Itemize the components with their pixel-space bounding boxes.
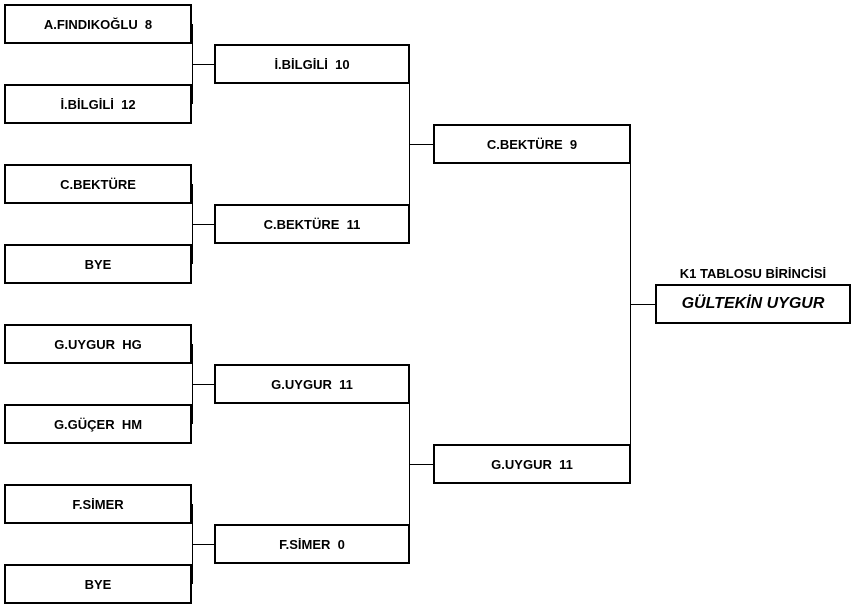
round2-entry-2: C.BEKTÜRE 11 xyxy=(214,204,410,244)
round2-entry-3: G.UYGUR 11 xyxy=(214,364,410,404)
round1-entry-5: G.UYGUR HG xyxy=(4,324,192,364)
connector xyxy=(630,304,655,305)
winner-label: K1 TABLOSU BİRİNCİSİ xyxy=(679,266,827,281)
connector xyxy=(192,384,214,385)
connector xyxy=(409,464,433,465)
connector xyxy=(192,64,214,65)
round1-entry-6: G.GÜÇER HM xyxy=(4,404,192,444)
round1-entry-2: İ.BİLGİLİ 12 xyxy=(4,84,192,124)
connector xyxy=(409,144,433,145)
round1-entry-4: BYE xyxy=(4,244,192,284)
winner-name: GÜLTEKİN UYGUR xyxy=(655,284,851,324)
round1-entry-8: BYE xyxy=(4,564,192,604)
round1-entry-1: A.FINDIKOĞLU 8 xyxy=(4,4,192,44)
connector xyxy=(192,224,214,225)
round2-entry-4: F.SİMER 0 xyxy=(214,524,410,564)
round1-entry-7: F.SİMER xyxy=(4,484,192,524)
round1-entry-3: C.BEKTÜRE xyxy=(4,164,192,204)
round3-entry-2: G.UYGUR 11 xyxy=(433,444,631,484)
round3-entry-1: C.BEKTÜRE 9 xyxy=(433,124,631,164)
round2-entry-1: İ.BİLGİLİ 10 xyxy=(214,44,410,84)
connector xyxy=(192,544,214,545)
